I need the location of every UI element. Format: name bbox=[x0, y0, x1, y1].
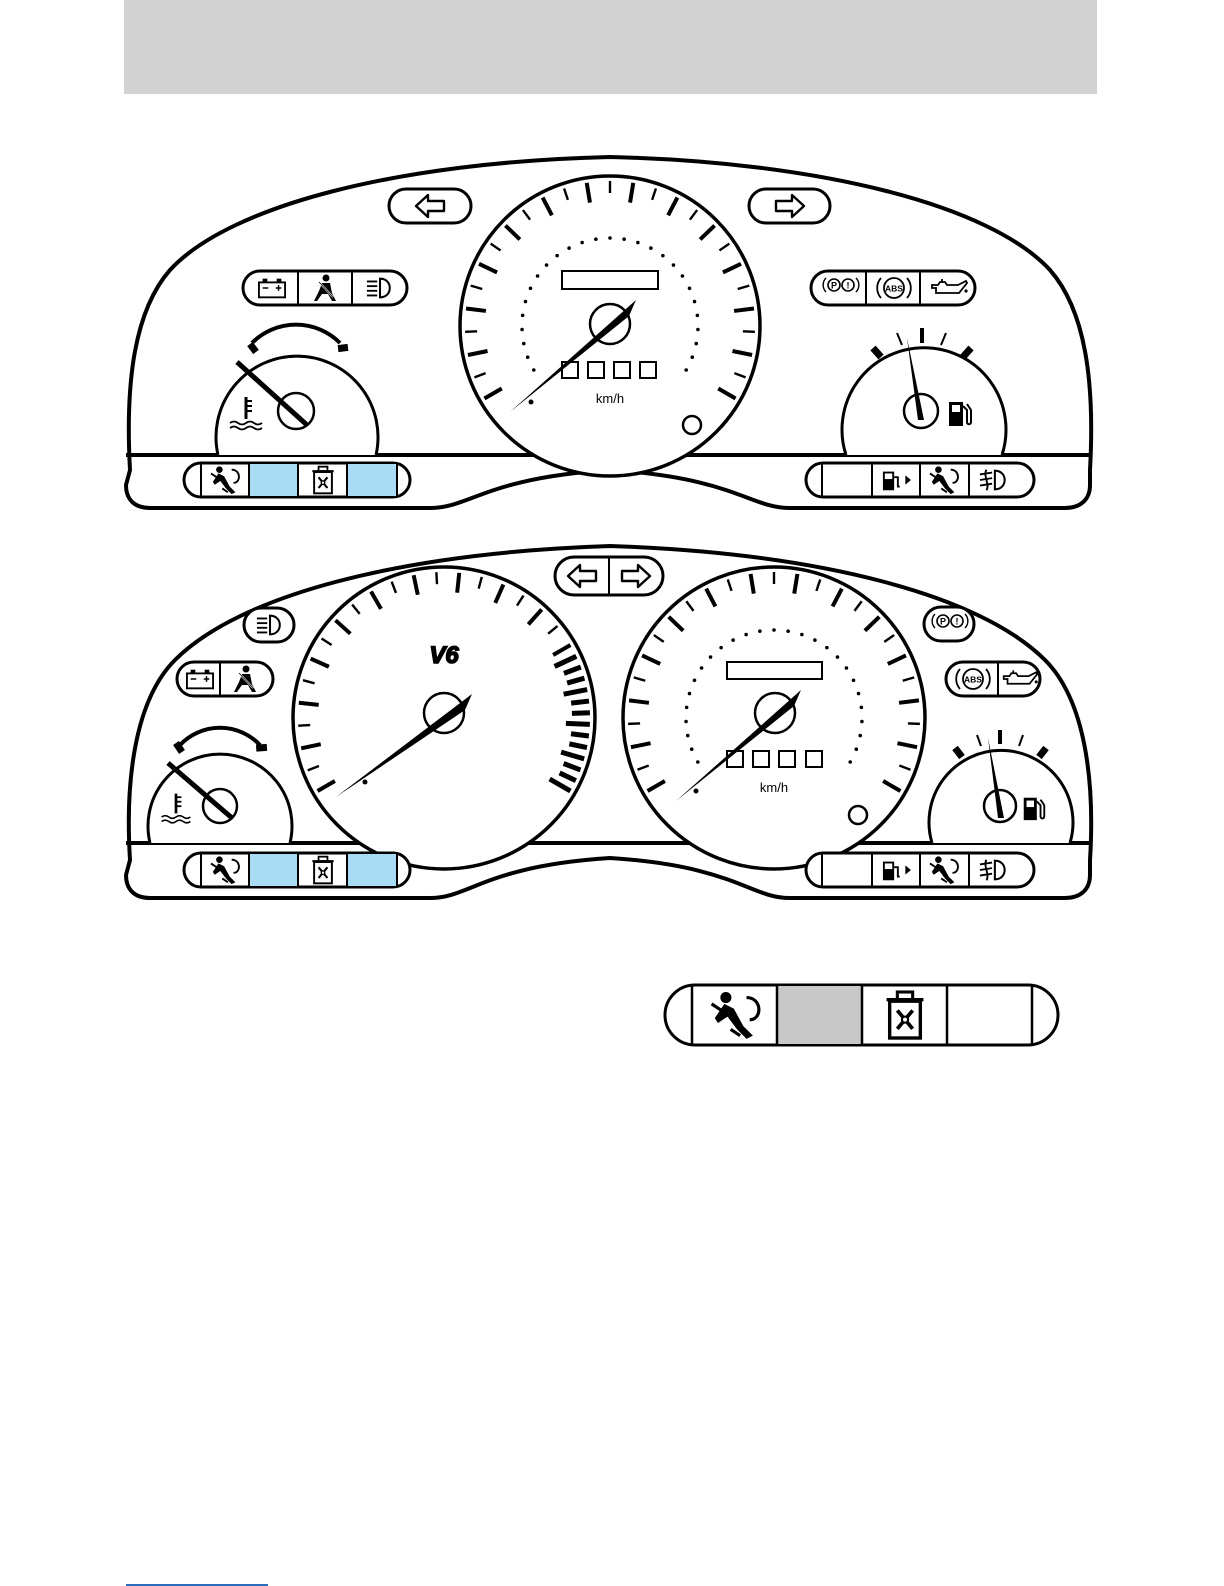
dial-dot bbox=[860, 706, 864, 710]
odometer-display-1 bbox=[562, 271, 658, 289]
dial-tick bbox=[457, 573, 459, 593]
bottom-left-strip-1 bbox=[184, 463, 410, 497]
speed-unit-label-1: km/h bbox=[596, 391, 624, 406]
dial-dot bbox=[681, 274, 685, 278]
dial-dot bbox=[622, 237, 626, 241]
dial-dot bbox=[696, 328, 700, 332]
dial-dot bbox=[555, 254, 559, 258]
dial-dot bbox=[836, 655, 840, 659]
bottom-left-strip-2 bbox=[184, 853, 410, 887]
dial-dot bbox=[529, 286, 533, 290]
fuel-pump-icon bbox=[1024, 798, 1045, 820]
dial-dot bbox=[694, 342, 698, 346]
dial-dot bbox=[672, 263, 676, 267]
fuel-gauge-1 bbox=[842, 348, 1006, 455]
fuel-pump-icon bbox=[949, 402, 971, 426]
dial-dot bbox=[731, 638, 735, 642]
odometer-display-2 bbox=[727, 662, 822, 679]
dial-dot bbox=[649, 246, 653, 250]
dial-dot bbox=[521, 314, 525, 318]
dial-dot bbox=[696, 760, 700, 764]
dial-dot bbox=[845, 666, 849, 670]
turn-left-indicator-1 bbox=[389, 189, 471, 223]
dial-dot bbox=[825, 646, 829, 650]
dial-dot bbox=[684, 368, 688, 372]
dial-dot bbox=[636, 241, 640, 245]
dial-tick bbox=[299, 703, 319, 705]
dial-dot bbox=[858, 734, 862, 738]
dial-dot bbox=[536, 274, 540, 278]
dial-dot bbox=[772, 628, 776, 632]
detail-strip bbox=[665, 985, 1058, 1045]
dial-tick bbox=[436, 572, 437, 584]
engine-badge: V6 bbox=[429, 642, 459, 669]
speed-unit-label-2: km/h bbox=[760, 780, 788, 795]
dial-dot bbox=[848, 760, 852, 764]
dial-dot bbox=[688, 286, 692, 290]
tachometer-2: V6 bbox=[293, 567, 595, 869]
redline-segment bbox=[569, 744, 587, 748]
dial-dot bbox=[608, 236, 612, 240]
redline-segment bbox=[571, 701, 589, 703]
dial-tick bbox=[899, 700, 919, 702]
cluster-1: km/h bbox=[126, 157, 1091, 508]
dial-dot bbox=[744, 633, 748, 637]
dial-tick bbox=[298, 725, 310, 726]
dial-dot bbox=[860, 720, 864, 724]
dial-dot bbox=[526, 355, 530, 359]
dial-dot bbox=[700, 666, 704, 670]
dial-dot bbox=[684, 720, 688, 724]
dial-dot bbox=[854, 747, 858, 751]
dial-tick bbox=[734, 309, 754, 311]
dial-dot bbox=[719, 646, 723, 650]
dial-dot bbox=[852, 678, 856, 682]
dial-dot bbox=[800, 633, 804, 637]
bottom-right-strip-1 bbox=[806, 463, 1034, 497]
detail-gray-cell bbox=[777, 986, 862, 1044]
redline-segment bbox=[571, 734, 589, 736]
dial-dot bbox=[693, 678, 697, 682]
redline-segment bbox=[572, 713, 590, 714]
dial-dot bbox=[524, 300, 528, 304]
fuel-gauge-2 bbox=[929, 750, 1073, 843]
speedometer-1: km/h bbox=[460, 176, 760, 476]
dial-dot bbox=[786, 629, 790, 633]
redline-segment bbox=[566, 723, 590, 724]
cluster-2-bezel bbox=[126, 546, 1091, 898]
dial-dot bbox=[813, 638, 817, 642]
dial-dot bbox=[545, 263, 549, 267]
dial-dot bbox=[696, 314, 700, 318]
dial-dot bbox=[758, 629, 762, 633]
cluster-2: V6 km/h bbox=[126, 546, 1091, 898]
dial-dot bbox=[520, 328, 524, 332]
dial-dot bbox=[661, 254, 665, 258]
dial-dot bbox=[688, 692, 692, 696]
dial-dot bbox=[690, 747, 694, 751]
dial-dot bbox=[857, 692, 861, 696]
dial-dot bbox=[690, 355, 694, 359]
dial-dot bbox=[522, 342, 526, 346]
dial-dot bbox=[532, 368, 536, 372]
dial-dot bbox=[567, 246, 571, 250]
temp-gauge-1 bbox=[216, 356, 378, 455]
bottom-right-strip-2 bbox=[806, 853, 1034, 887]
dial-dot bbox=[580, 241, 584, 245]
speedometer-2: km/h bbox=[623, 567, 925, 869]
dial-dot bbox=[709, 655, 713, 659]
turn-right-indicator-1 bbox=[749, 189, 830, 223]
dial-tick bbox=[466, 309, 486, 311]
dial-tick bbox=[629, 700, 649, 702]
dial-dot bbox=[686, 734, 690, 738]
dial-dot bbox=[594, 237, 598, 241]
dial-dot bbox=[693, 300, 697, 304]
dial-dot bbox=[685, 706, 689, 710]
